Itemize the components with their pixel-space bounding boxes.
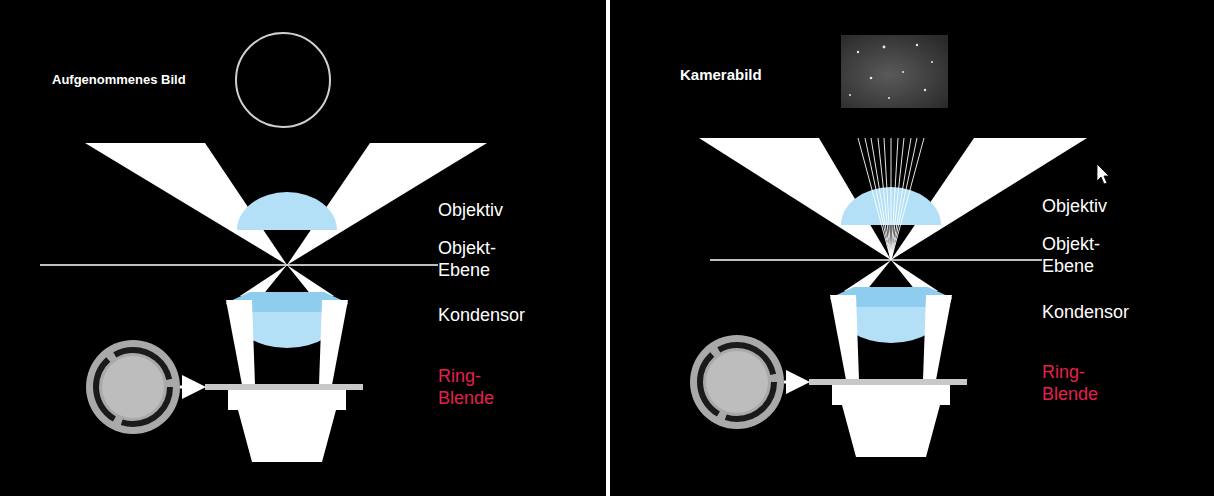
light-cone [844,260,891,291]
right-panel [690,138,1090,457]
ring-stop-icon [96,350,170,424]
ring-stop-icon [690,335,784,429]
image-caption: Kamerabild [680,66,762,84]
ring-stop-icon [706,351,768,413]
ring-diaphragm [205,384,363,390]
light-beam [923,295,952,380]
lamp-housing [832,385,950,457]
object-plane [710,259,1090,261]
part-label: Objektiv [1042,196,1107,218]
part-label: Objektiv [438,200,503,222]
part-label: Objekt- Ebene [1042,234,1120,278]
recorded-ring-image [236,33,330,127]
part-label: Ring- Blende [1042,362,1120,406]
panel-divider [606,0,610,496]
light-cone [891,260,938,291]
mouse-cursor [1097,164,1109,184]
light-beam [319,300,348,385]
left-panel [40,33,487,462]
scattered-rays [858,138,924,260]
light-beam [830,295,859,380]
pointer-arrow [784,381,804,384]
lamp-housing [228,390,346,462]
part-label: Objekt- Ebene [438,238,516,282]
pointer-arrow [180,386,200,389]
ring-stop-icon [102,356,164,418]
part-label: Kondensor [438,305,525,327]
ring-stop-icon [700,345,774,419]
objective-lens [237,192,337,230]
light-cone [240,265,287,296]
ring-diaphragm [809,379,967,385]
light-cone [287,265,334,296]
image-caption: Aufgenommenes Bild [52,72,186,88]
camera-image [841,35,948,108]
light-beam [226,300,255,385]
camera-image-dots [849,44,933,99]
part-label: Ring- Blende [438,366,516,410]
part-label: Kondensor [1042,302,1129,324]
ring-stop-icon [86,340,180,434]
object-plane [40,264,485,266]
